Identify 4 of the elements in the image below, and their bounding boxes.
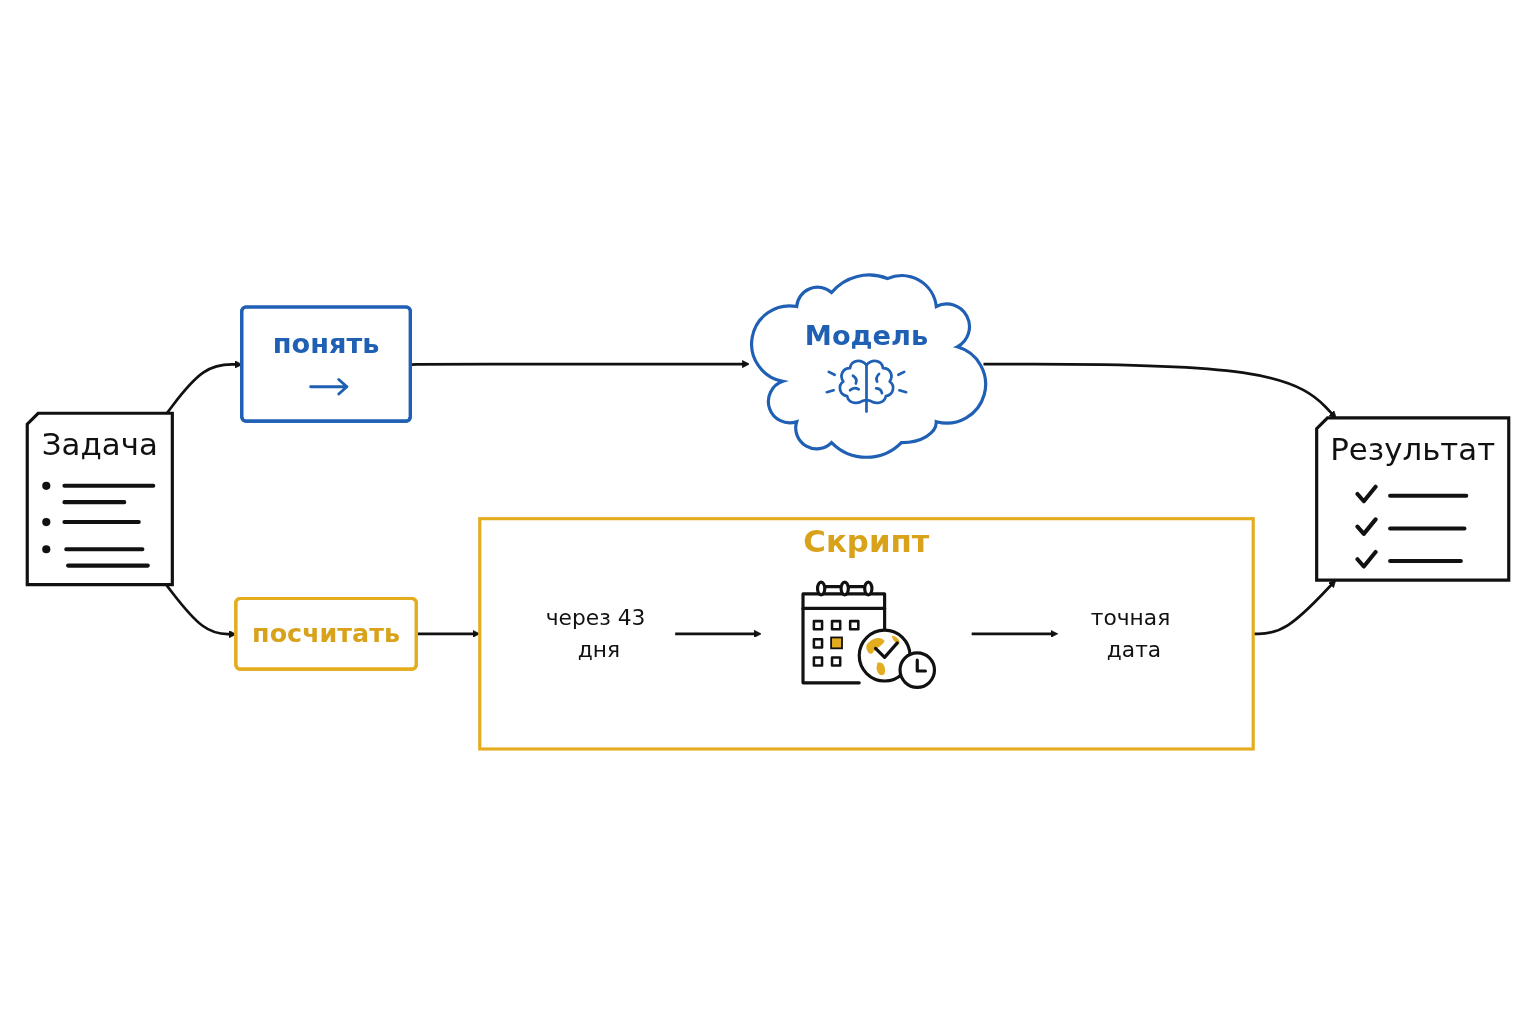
arrow — [971, 629, 1059, 638]
arrow — [675, 629, 762, 638]
node-text: через 43 дня — [545, 604, 646, 663]
node-text: точная дата — [1090, 604, 1171, 663]
